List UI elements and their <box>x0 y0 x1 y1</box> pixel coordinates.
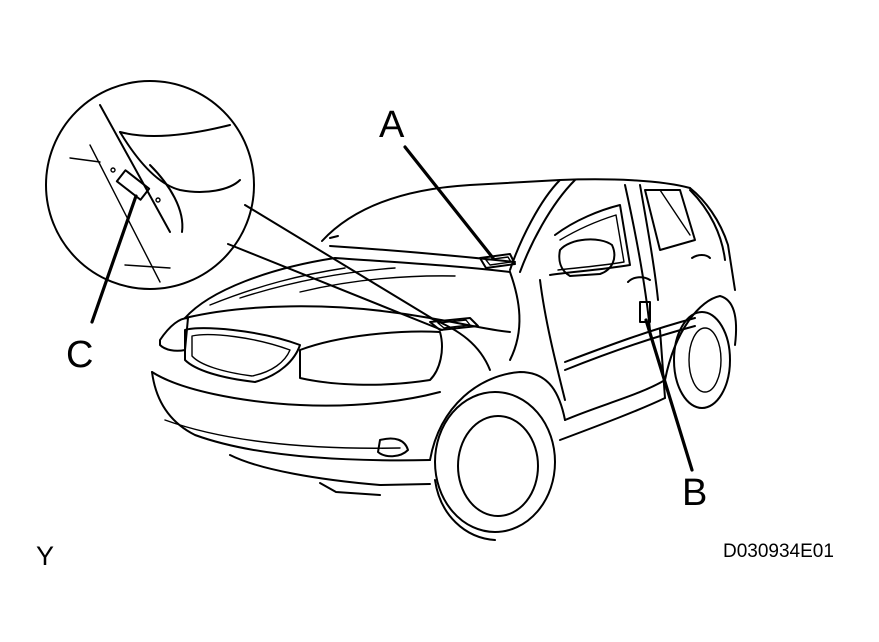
detail-magnifier <box>45 80 443 331</box>
leader-b <box>644 318 694 472</box>
callout-label-c: C <box>66 334 94 376</box>
corner-mark: Y <box>36 541 55 571</box>
figure-code: D030934E01 <box>723 541 834 562</box>
car-body <box>151 178 738 541</box>
leader-a <box>403 145 495 260</box>
callout-leaders <box>90 145 694 472</box>
callout-label-a: A <box>379 104 405 146</box>
leader-c <box>90 194 138 324</box>
callout-label-b: B <box>682 472 708 514</box>
